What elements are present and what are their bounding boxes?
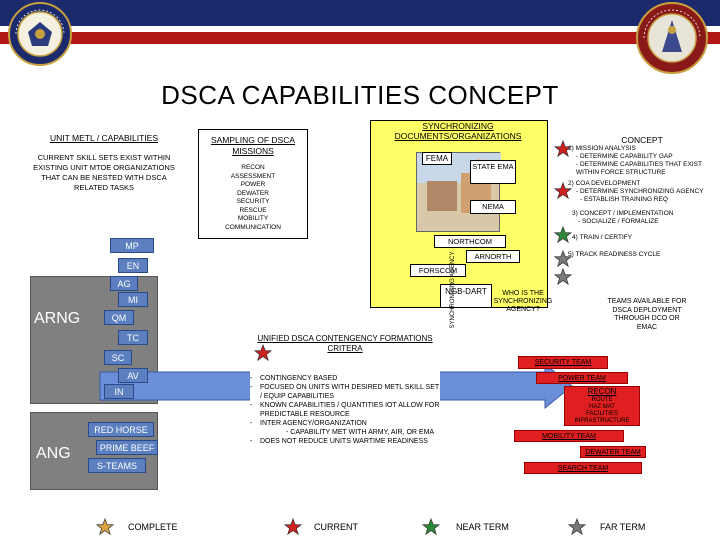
legend-current-label: CURRENT — [314, 522, 358, 532]
unit-en[interactable]: EN — [118, 258, 148, 273]
sampling-item: ASSESSMENT — [230, 172, 276, 180]
unified-heading: UNIFIED DSCA CONTENGENCY FORMATIONS CRIT… — [257, 334, 433, 353]
unified-bullet-item: -DOES NOT REDUCE UNITS WARTIME READINESS — [250, 438, 428, 445]
unit-sc[interactable]: SC — [104, 350, 132, 365]
header-blue-stripe — [0, 0, 720, 26]
arnorth-box: ARNORTH — [466, 250, 520, 263]
header-red-stripe — [0, 32, 720, 44]
concept-step-3: 3) CONCEPT / IMPLEMENTATION — [572, 210, 674, 217]
concept-step-4: 4) TRAIN / CERTIFY — [572, 234, 633, 241]
legend-far-term-label: FAR TERM — [600, 522, 646, 532]
unified-sub-item: - CAPABILITY MET WITH ARMY, AIR, OR EMA — [286, 429, 435, 436]
current-star-icon — [553, 139, 573, 158]
recon-item: HAZ MAT — [589, 404, 615, 410]
concept-step-1a: - DETERMINE CAPABILITY GAP — [576, 153, 673, 160]
concept-step-2b: - ESTABLISH TRAINING REQ — [580, 196, 668, 203]
recon-label: RECON — [587, 387, 617, 396]
who-sync-agency-text: WHO IS THE SYNCHRONIZING AGENCY? — [493, 290, 553, 313]
recon-item: ROUTE — [591, 397, 613, 403]
state-ema-box: STATE EMA — [470, 160, 516, 184]
unit-qm[interactable]: QM — [104, 310, 134, 325]
teams-available-text: TEAMS AVAILABLE FOR DSCA DEPLOYMENT THRO… — [607, 298, 687, 331]
sampling-item: SECURITY — [236, 198, 270, 205]
current-star-icon — [283, 517, 303, 536]
mobility-team-box[interactable]: MOBILITY TEAM — [514, 430, 624, 442]
recon-item: INFRASTRUCTURE — [574, 418, 630, 424]
unit-s-teams[interactable]: S-TEAMS — [88, 458, 146, 473]
arng-label: ARNG — [34, 310, 81, 327]
unified-criteria-panel: UNIFIED DSCA CONTENGENCY FORMATIONS CRIT… — [250, 334, 440, 484]
concept-step-1b: - DETERMINE CAPABILITIES THAT EXIST WITH… — [576, 161, 702, 176]
unit-in[interactable]: IN — [104, 384, 134, 399]
security-team-box[interactable]: SECURITY TEAM — [518, 356, 608, 369]
header-white-stripe — [0, 26, 720, 32]
search-team-box[interactable]: SEARCH TEAM — [524, 462, 642, 474]
recon-box[interactable]: RECON ROUTE HAZ MAT FACILITIES INFRASTRU… — [564, 386, 640, 426]
northcom-box: NORTHCOM — [434, 235, 506, 248]
sampling-item: MOBILITY — [237, 215, 269, 222]
ngb-dart-box: NGB-DART — [440, 284, 492, 308]
recon-item: FACILITIES — [586, 411, 618, 417]
complete-star-icon — [95, 517, 115, 536]
nema-box: NEMA — [470, 200, 516, 214]
sampling-item: DEWATER — [237, 189, 269, 197]
concept-step-5: 5) TRACK READINESS CYCLE — [568, 251, 661, 258]
sampling-item: COMMUNICATION — [225, 223, 281, 231]
unit-metl-body: CURRENT SKILL SETS EXIST WITHIN EXISTING… — [33, 153, 175, 192]
concept-step-2: 2) COA DEVELOPMENT — [568, 180, 641, 187]
dewater-team-box[interactable]: DEWATER TEAM — [580, 446, 646, 458]
unit-metl-panel: UNIT METL / CAPABILITIES CURRENT SKILL S… — [28, 133, 180, 217]
current-star-icon — [253, 343, 273, 362]
concept-step-2a: - DETERMINE SYNCHRONIZING AGENCY — [576, 188, 704, 195]
unit-metl-heading: UNIT METL / CAPABILITIES — [49, 133, 158, 143]
near-term-star-icon — [553, 225, 573, 244]
legend-near-term-label: NEAR TERM — [456, 522, 509, 532]
national-guard-seal-logo — [636, 2, 708, 74]
ang-label: ANG — [36, 445, 71, 462]
sampling-item: RESCUE — [239, 206, 267, 214]
power-team-box[interactable]: POWER TEAM — [536, 372, 628, 384]
unified-bullet-list: -CONTINGENCY BASED -FOCUSED ON UNITS WIT… — [250, 374, 440, 446]
unified-bullet-item: -KNOWN CAPABILITIES / QUANTITIES IOT ALL… — [250, 402, 440, 418]
far-term-star-icon — [553, 267, 573, 286]
dod-seal-logo — [8, 2, 72, 66]
far-term-star-icon — [567, 517, 587, 536]
concept-heading: CONCEPT — [621, 135, 663, 145]
unified-bullet-item: -FOCUSED ON UNITS WITH DESIRED METL SKIL… — [250, 384, 440, 400]
unified-bullet-item: -CONTINGENCY BASED — [250, 375, 338, 382]
sampling-item: RECON — [241, 164, 265, 171]
unit-tc[interactable]: TC — [118, 330, 148, 345]
sync-agency-vertical-label: SYNCHRONIZING AGENCY — [450, 251, 456, 329]
unit-mi[interactable]: MI — [118, 292, 148, 307]
unit-ag[interactable]: AG — [110, 276, 138, 291]
page-title: DSCA CAPABILITIES CONCEPT — [161, 80, 559, 110]
unit-av[interactable]: AV — [118, 368, 148, 383]
sync-heading: SYNCHRONIZING DOCUMENTS/ORGANIZATIONS — [394, 121, 522, 141]
unit-mp[interactable]: MP — [110, 238, 154, 253]
concept-steps: 1) MISSION ANALYSIS - DETERMINE CAPABILI… — [568, 145, 718, 259]
fema-box: FEMA — [422, 152, 452, 165]
concept-step-1: 1) MISSION ANALYSIS — [568, 145, 636, 152]
legend-complete-label: COMPLETE — [128, 522, 178, 532]
current-star-icon — [553, 181, 573, 200]
sampling-heading: SAMPLING OF DSCA MISSIONS — [210, 135, 296, 156]
header-banner — [0, 0, 720, 44]
unit-red-horse[interactable]: RED HORSE — [88, 422, 154, 437]
sampling-item: POWER — [240, 181, 266, 188]
near-term-star-icon — [421, 517, 441, 536]
forscom-box: FORSCOM — [410, 264, 466, 277]
unit-prime-beef[interactable]: PRIME BEEF — [96, 440, 158, 455]
unified-bullet-item: -INTER AGENCY/ORGANIZATION — [250, 420, 367, 427]
far-term-star-icon — [553, 249, 573, 268]
concept-step-3a: - SOCIALIZE / FORMALIZE — [578, 218, 659, 225]
